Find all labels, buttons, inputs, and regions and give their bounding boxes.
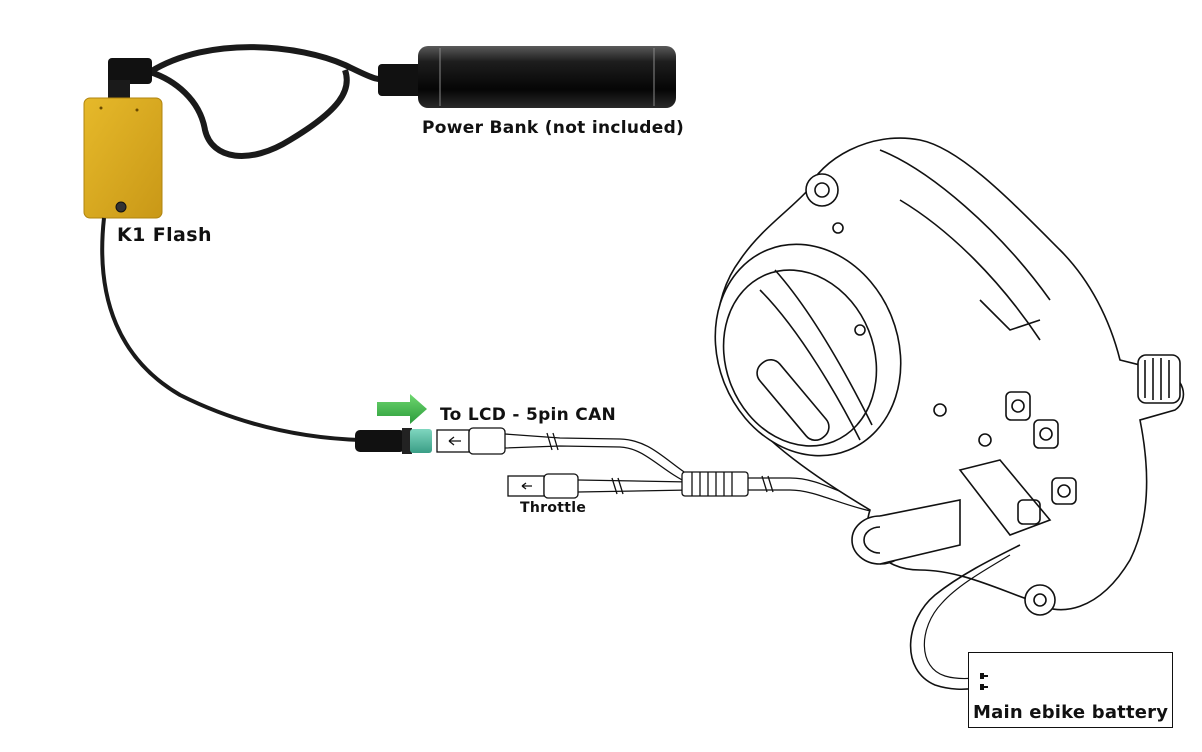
- mid-drive-motor: [714, 137, 1185, 616]
- main-battery-label: Main ebike battery: [973, 702, 1169, 723]
- connector-pin-icon: [980, 673, 988, 690]
- power-bank-label: Power Bank (not included): [422, 118, 685, 138]
- lcd-connector-label: To LCD - 5pin CAN: [440, 405, 617, 425]
- right-arrow-icon: [377, 394, 427, 424]
- throttle-label: Throttle: [520, 500, 587, 516]
- k1-flash-label: K1 Flash: [117, 224, 212, 246]
- battery-cable-inner: [923, 554, 1011, 680]
- k1-flash-device: [83, 97, 163, 219]
- power-bank: [378, 46, 676, 108]
- battery-cable: [909, 544, 1021, 691]
- harness-lines: [436, 427, 881, 513]
- battery-box: Main ebike battery: [968, 652, 1173, 728]
- can-connector: [355, 428, 432, 454]
- power-bank-cable: [148, 44, 393, 159]
- usb-plug: [108, 58, 152, 100]
- k1-cable: [100, 217, 361, 442]
